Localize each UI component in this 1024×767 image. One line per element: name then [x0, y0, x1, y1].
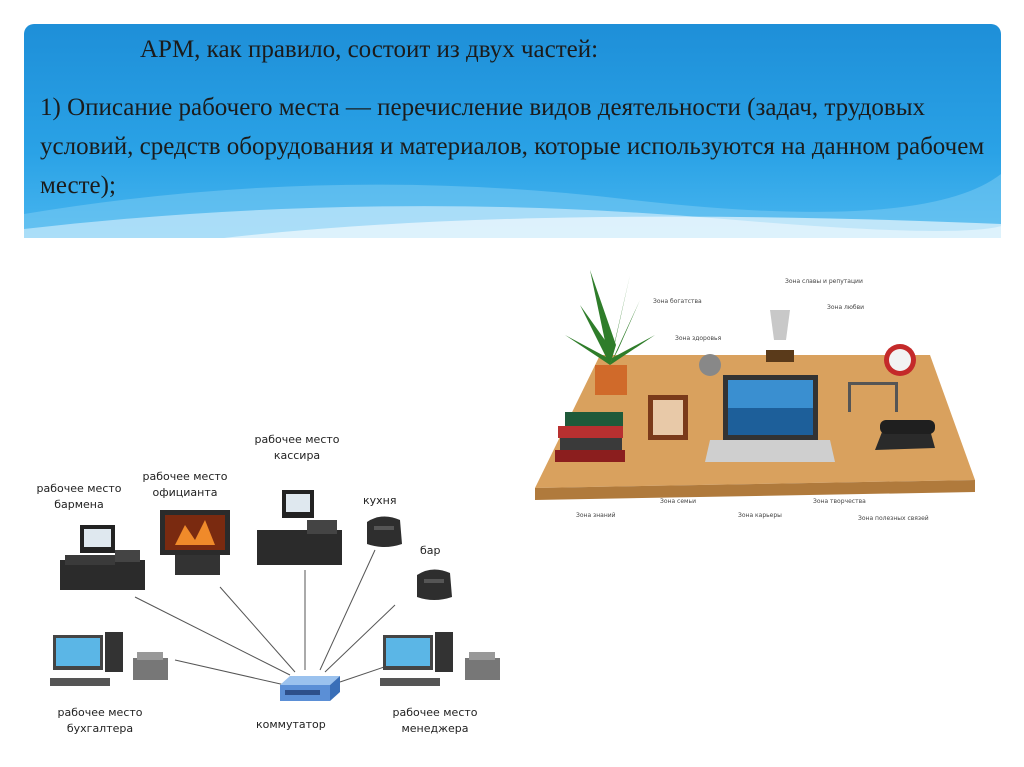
slide-description: 1) Описание рабочего места — перечислени…: [40, 94, 985, 199]
zone-career: Зона карьеры: [738, 512, 782, 519]
zone-creativity: Зона творчества: [813, 498, 866, 505]
slide-header: АРМ, как правило, состоит из двух частей…: [24, 24, 1001, 238]
bar-label: бар: [420, 544, 441, 557]
cashier-pos-icon: [257, 490, 342, 565]
header-wave-decoration: [24, 174, 1001, 238]
switch-label: коммутатор: [256, 718, 326, 731]
bar-printer-icon: [417, 569, 452, 600]
zone-contacts: Зона полезных связей: [858, 515, 929, 522]
manager-pc-icon: [380, 632, 500, 686]
zone-wealth: Зона богатства: [653, 298, 702, 305]
slide-title: АРМ, как правило, состоит из двух частей…: [140, 36, 599, 63]
zone-knowledge: Зона знаний: [576, 512, 616, 519]
zone-health: Зона здоровья: [675, 335, 722, 342]
desk-drawing: [535, 270, 975, 500]
zone-family: Зона семьи: [660, 498, 696, 505]
accountant-pc-icon: [50, 632, 168, 686]
kitchen-label: кухня: [363, 494, 397, 507]
zone-fame: Зона славы и репутации: [785, 278, 863, 285]
desk-illustration: Зона богатства Зона славы и репутации Зо…: [530, 250, 990, 540]
waiter-terminal-icon: [160, 510, 230, 575]
network-lines: [134, 549, 396, 686]
zone-love: Зона любви: [827, 304, 865, 311]
network-switch-icon: [280, 676, 340, 701]
bartender-pos-icon: [60, 525, 145, 590]
kitchen-printer-icon: [367, 516, 402, 547]
